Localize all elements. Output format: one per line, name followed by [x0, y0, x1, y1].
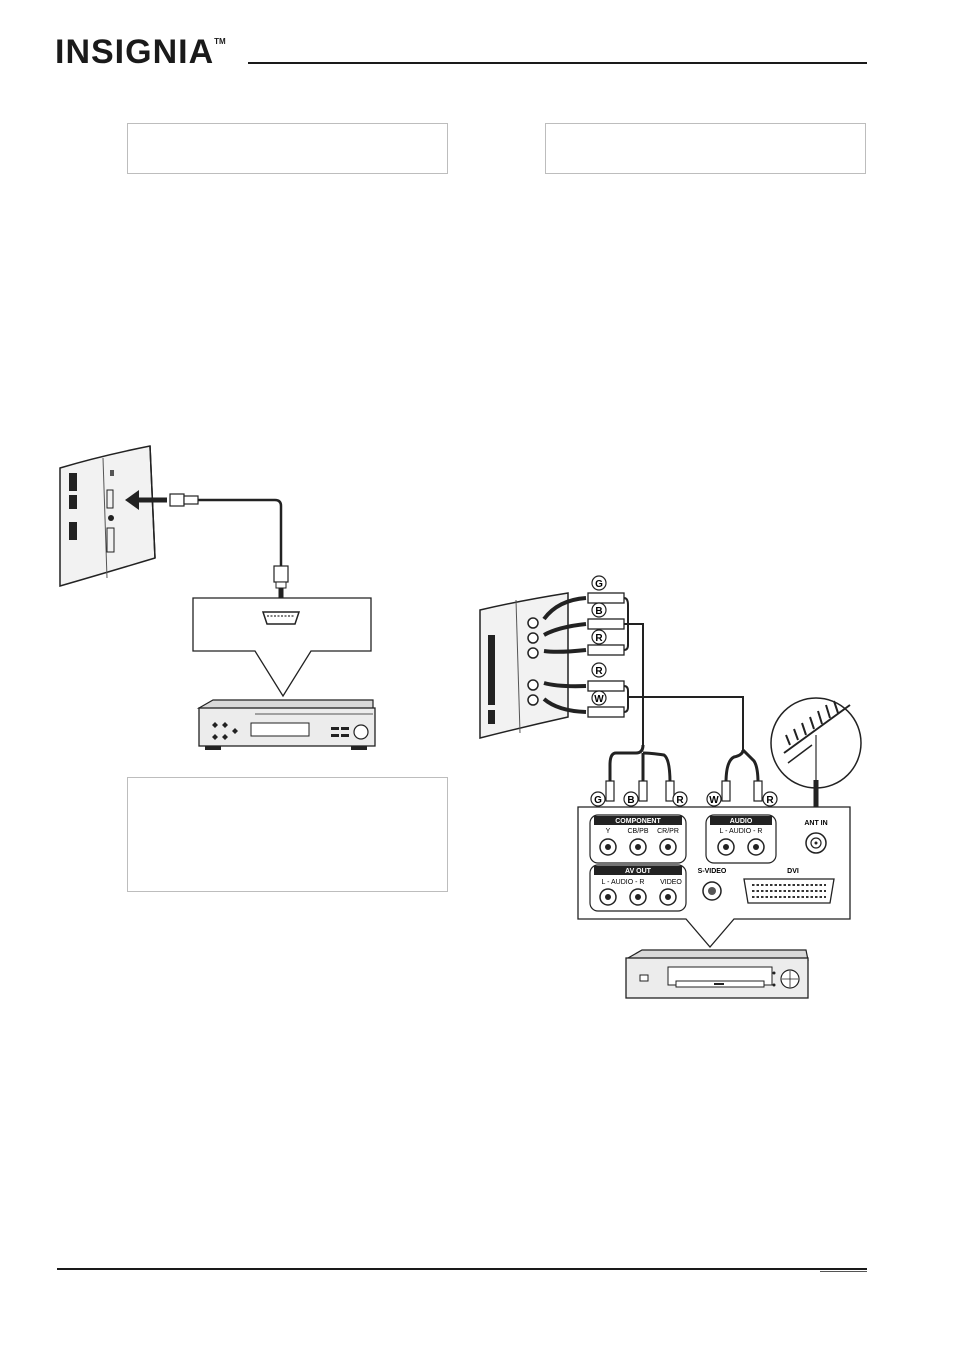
vcr-device: [625, 949, 809, 999]
svg-text:AV OUT: AV OUT: [625, 868, 652, 875]
component-connection-illustration: G B R R W G B R W R: [479, 575, 862, 999]
svg-text:B: B: [595, 606, 602, 617]
svg-text:CB/PB: CB/PB: [627, 828, 648, 835]
svg-text:W: W: [709, 795, 719, 806]
hdmi-connection-illustration: [59, 445, 376, 750]
brand-logo: INSIGNIATM: [55, 33, 226, 72]
hdmi-cable: [198, 498, 283, 566]
tv-component-panel: [479, 592, 569, 739]
svg-text:W: W: [594, 694, 604, 705]
svg-text:CR/PR: CR/PR: [657, 828, 679, 835]
svg-text:R: R: [595, 633, 603, 644]
svg-text:L - AUDIO - R: L - AUDIO - R: [602, 879, 645, 886]
note-box-left: [127, 123, 448, 174]
note-box-lower: [127, 777, 448, 892]
hdmi-port-callout: [192, 597, 372, 698]
svg-text:AUDIO: AUDIO: [730, 818, 753, 825]
svg-text:G: G: [594, 795, 602, 806]
cable-color-badges: G B R R W: [591, 575, 607, 706]
svg-text:DVI: DVI: [787, 868, 799, 875]
trademark-mark: TM: [214, 37, 226, 46]
svg-text:G: G: [595, 579, 603, 590]
svg-text:R: R: [595, 666, 603, 677]
plug-color-badges: G B R W R: [590, 791, 778, 807]
svg-text:S-VIDEO: S-VIDEO: [698, 868, 727, 875]
header-rule: [248, 62, 867, 64]
svg-text:L - AUDIO - R: L - AUDIO - R: [720, 828, 763, 835]
antenna-icon: [770, 697, 862, 789]
brand-wordmark: INSIGNIA: [55, 33, 215, 71]
dvd-player: [196, 699, 376, 750]
svg-text:VIDEO: VIDEO: [660, 879, 682, 886]
svg-text:Y: Y: [606, 828, 611, 835]
svg-text:R: R: [676, 795, 684, 806]
svg-text:R: R: [766, 795, 774, 806]
note-box-right: [545, 123, 866, 174]
footer-rule-accent: [820, 1271, 867, 1272]
component-group-label: COMPONENT: [615, 818, 661, 825]
tv-side-panel: [59, 445, 156, 587]
svg-text:B: B: [627, 795, 634, 806]
vcr-back-panel: COMPONENT Y CB/PB CR/PR AUDIO L - AUDIO …: [577, 806, 851, 948]
svg-text:ANT IN: ANT IN: [804, 820, 827, 827]
footer-rule: [57, 1268, 867, 1270]
